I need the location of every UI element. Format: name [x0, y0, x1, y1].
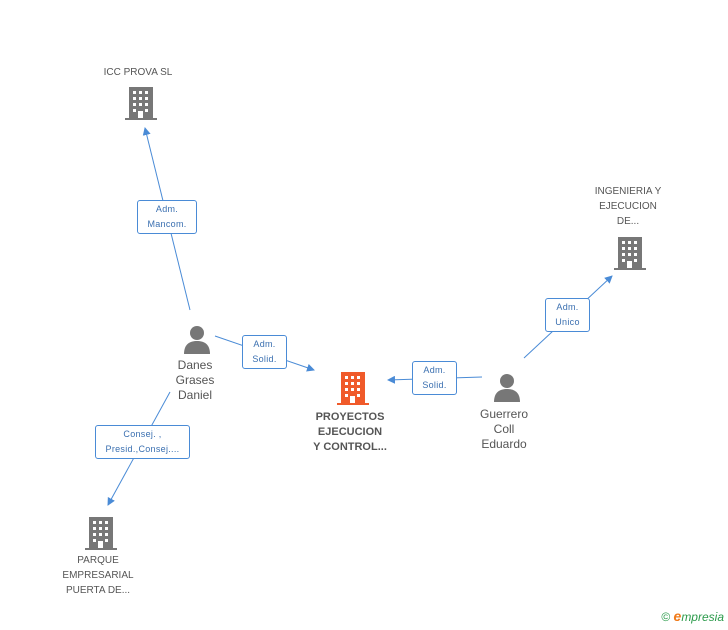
edge-label-danes-parque[interactable]: Consej. , Presid.,Consej.... — [95, 425, 190, 459]
brand-logo-text: mpresia — [681, 610, 724, 624]
building-icon[interactable] — [125, 85, 157, 126]
node-label-proyectos[interactable]: PROYECTOS EJECUCION Y CONTROL... — [313, 411, 387, 453]
edge-label-danes-proyectos[interactable]: Adm. Solid. — [242, 335, 287, 369]
node-label-icc[interactable]: ICC PROVA SL — [103, 67, 173, 78]
node-label-parque[interactable]: PARQUE EMPRESARIAL PUERTA DE... — [62, 555, 134, 596]
person-icon[interactable] — [492, 372, 522, 407]
edge-label-danes-icc[interactable]: Adm. Mancom. — [137, 200, 197, 234]
building-icon[interactable] — [85, 515, 117, 556]
person-icon[interactable] — [182, 324, 212, 359]
edge-label-guerrero-proyectos[interactable]: Adm. Solid. — [412, 361, 457, 395]
brand-logo-e: e — [673, 608, 682, 624]
building-icon[interactable] — [337, 370, 369, 411]
edge-label-guerrero-ingenieria[interactable]: Adm. Unico — [545, 298, 590, 332]
node-label-ingenieria[interactable]: INGENIERIA Y EJECUCION DE... — [594, 186, 662, 227]
building-icon[interactable] — [614, 235, 646, 276]
node-label-danes[interactable]: Danes Grases Daniel — [175, 358, 215, 402]
copyright-symbol: © — [661, 610, 671, 624]
brand-footer[interactable]: © empresia — [661, 608, 724, 624]
node-label-guerrero[interactable]: Guerrero Coll Eduardo — [479, 407, 529, 451]
